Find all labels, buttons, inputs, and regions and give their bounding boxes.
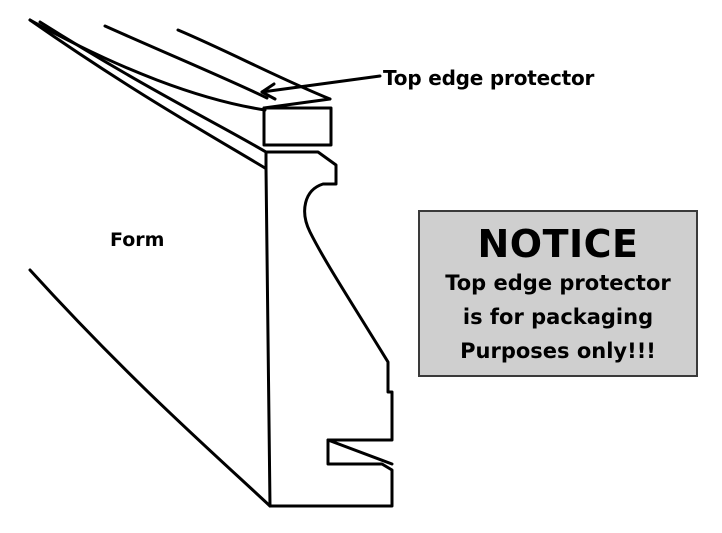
form-label: Form <box>110 229 165 251</box>
protector-top-edge <box>262 97 332 110</box>
form-notch-line <box>326 438 394 466</box>
notice-title: NOTICE <box>477 222 639 266</box>
callout-arrow-head <box>260 82 277 101</box>
notice-line-3: Purposes only!!! <box>460 339 656 363</box>
form-bottom-line <box>28 268 272 508</box>
top-edge-protector-label: Top edge protector <box>383 66 595 90</box>
protector-front-face <box>262 106 333 147</box>
protector-edge-2 <box>103 24 269 100</box>
form-top-line-1 <box>28 18 267 170</box>
notice-line-1: Top edge protector <box>445 271 671 295</box>
protector-edge-3 <box>176 28 332 101</box>
form-top-line-2 <box>38 20 268 154</box>
form-profile <box>264 150 394 508</box>
notice-box: NOTICE Top edge protector is for packagi… <box>418 210 698 377</box>
callout-arrow-line <box>260 74 382 94</box>
notice-line-2: is for packaging <box>462 305 654 329</box>
